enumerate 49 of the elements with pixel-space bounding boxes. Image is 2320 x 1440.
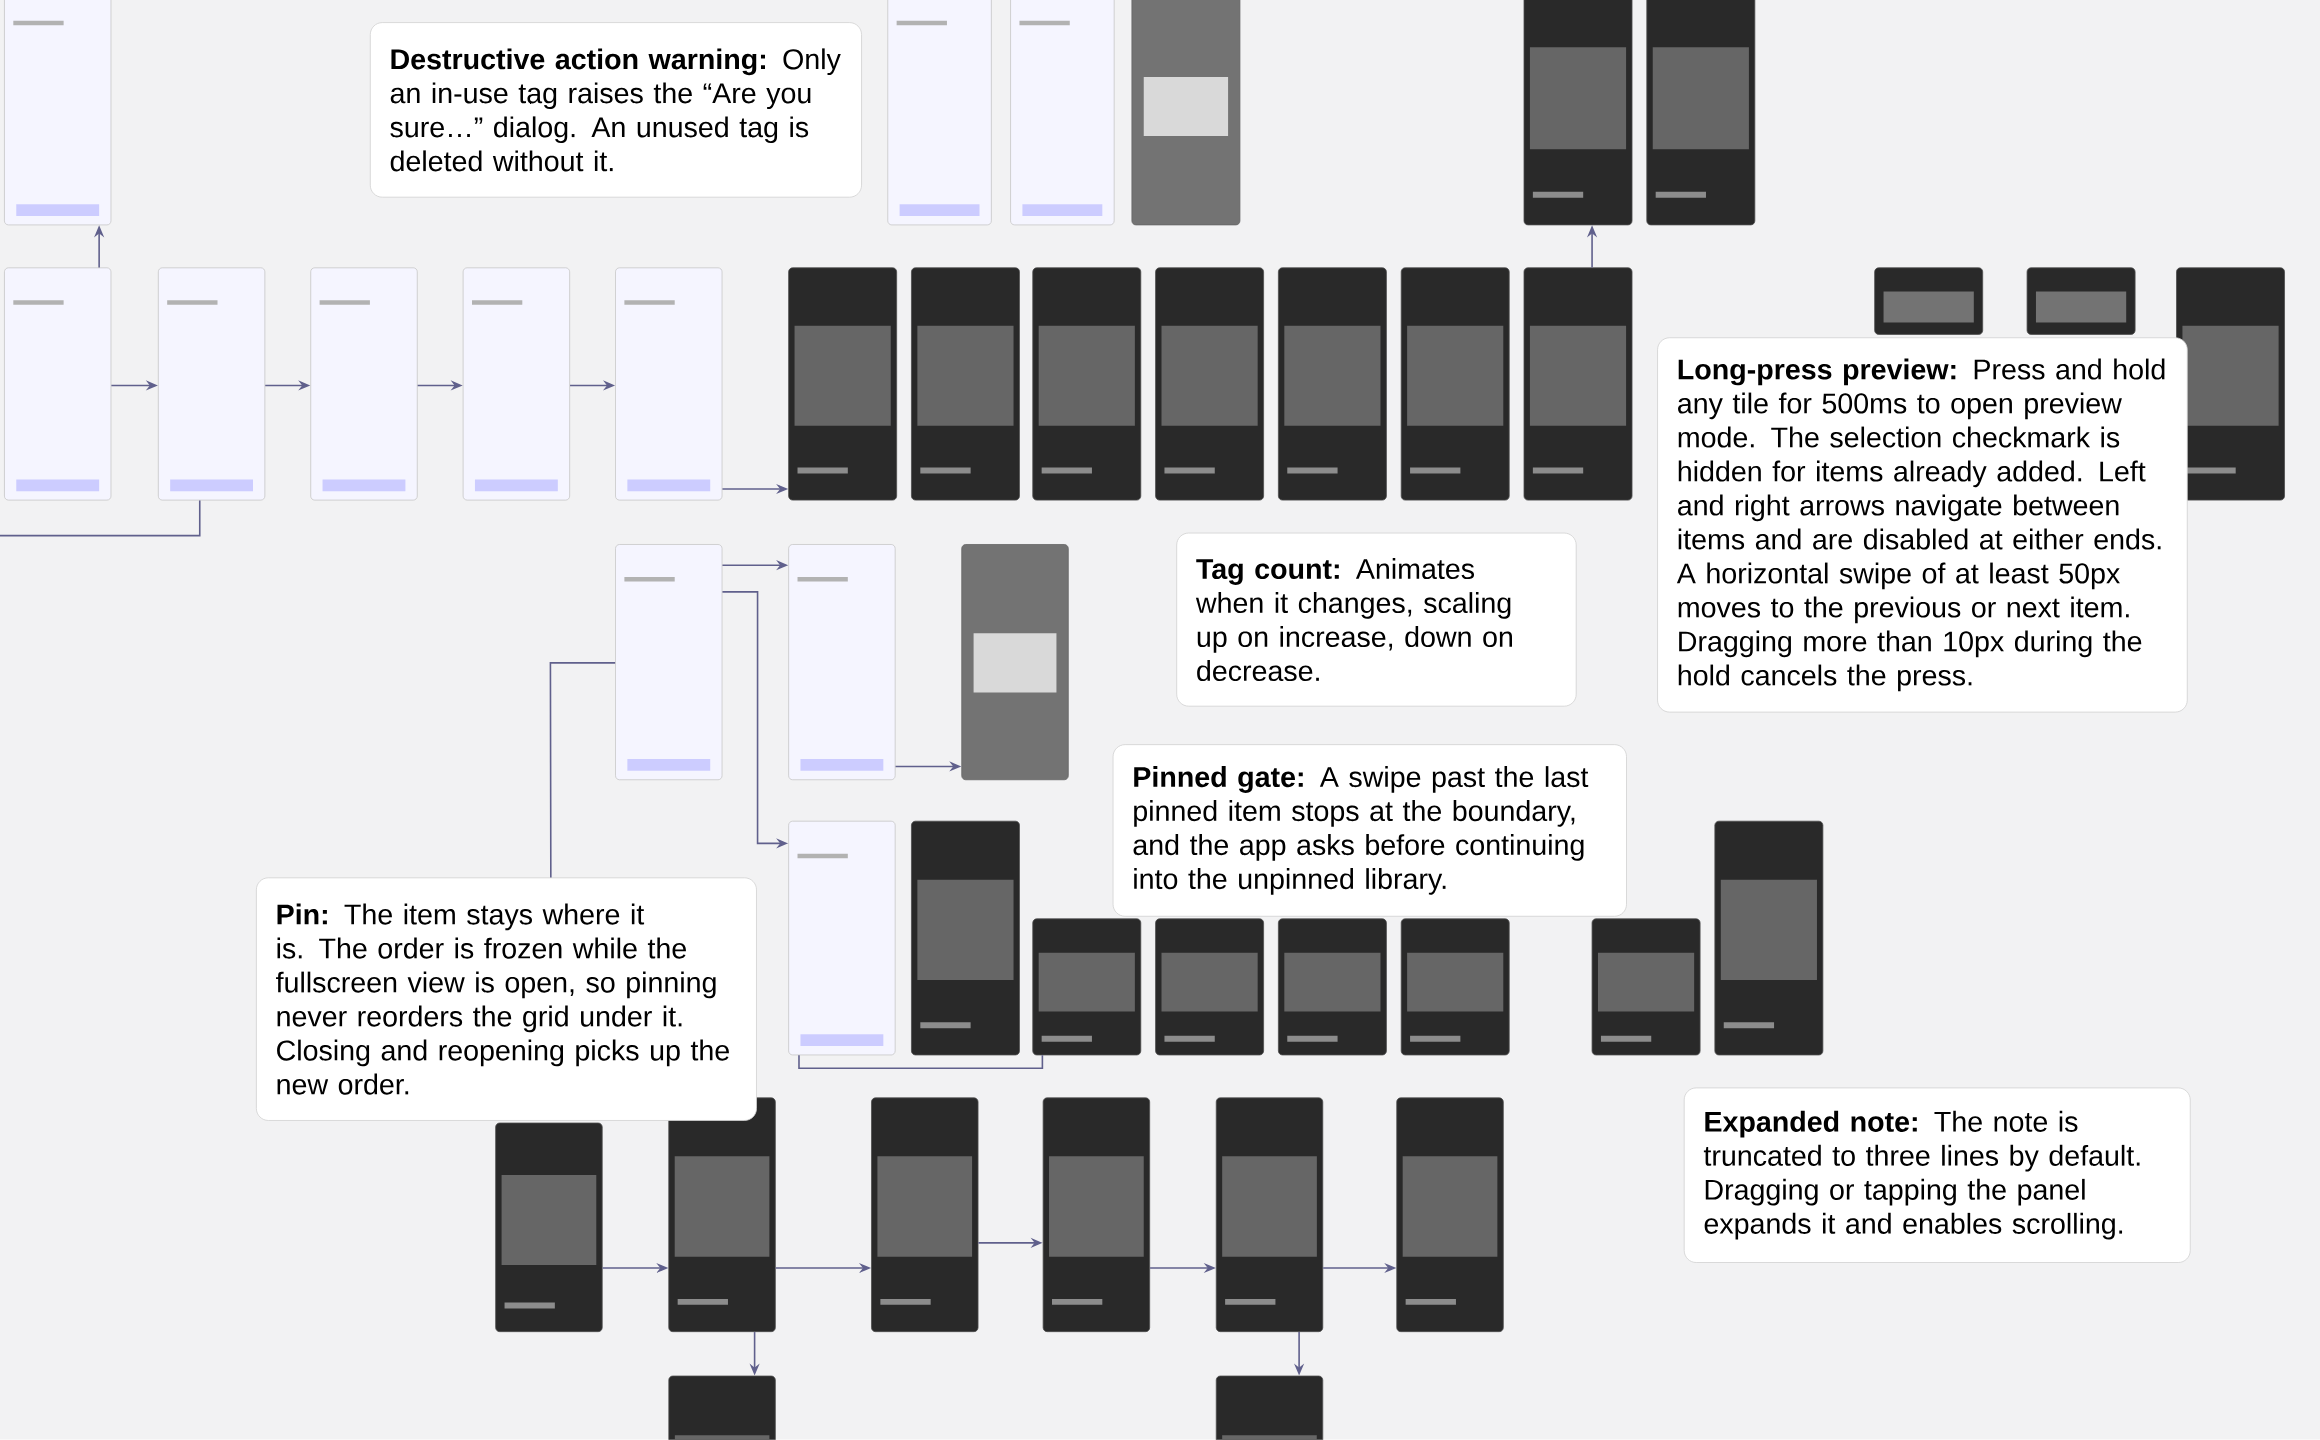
app-screenshot bbox=[1215, 1375, 1324, 1440]
app-screenshot bbox=[1400, 267, 1510, 501]
app-screenshot bbox=[1155, 267, 1264, 501]
app-screenshot bbox=[615, 267, 723, 501]
app-screenshot bbox=[788, 820, 896, 1056]
app-screenshot bbox=[4, 0, 112, 226]
connector-line bbox=[798, 1054, 1044, 1070]
app-screenshot bbox=[1032, 267, 1142, 501]
app-screenshot bbox=[887, 0, 992, 226]
app-screenshot bbox=[1591, 918, 1701, 1056]
note-card: Expanded note: The note is truncated to three lines by default. Dragging or tapping the panel expands it and enables scrolling. bbox=[1683, 1087, 2191, 1264]
app-screenshot bbox=[1714, 820, 1824, 1056]
app-screenshot bbox=[1874, 267, 1984, 335]
app-screenshot bbox=[1155, 918, 1264, 1056]
app-screenshot bbox=[961, 544, 1069, 781]
app-screenshot bbox=[1131, 0, 1241, 226]
app-screenshot bbox=[1400, 918, 1510, 1056]
note-card: Pin: The item stays where it is. The order is frozen while the fullscreen view is open, so pinning never reorders the grid under it. Closing and reopening picks up the new order. bbox=[256, 877, 757, 1122]
app-screenshot bbox=[1278, 918, 1387, 1056]
app-screenshot bbox=[310, 267, 418, 501]
note-card: Long-press preview: Press and hold any tile for 500ms to open preview mode. The selection checkmark is hidden for items already added. Left and right arrows navigate between items and are disabled at either ends. A horizontal swipe of at least 50px moves to the previous or next item. Dragging more than 10px during the hold cancels the press. bbox=[1657, 337, 2188, 713]
app-screenshot bbox=[2176, 267, 2285, 501]
app-screenshot bbox=[871, 1097, 979, 1333]
app-screenshot bbox=[1278, 267, 1387, 501]
app-screenshot bbox=[4, 267, 112, 501]
app-screenshot bbox=[1010, 0, 1115, 226]
app-screenshot bbox=[615, 544, 723, 781]
app-screenshot bbox=[1215, 1097, 1324, 1333]
app-screenshot bbox=[668, 1375, 776, 1440]
app-screenshot bbox=[668, 1097, 776, 1333]
app-screenshot bbox=[495, 1122, 603, 1333]
app-screenshot bbox=[1396, 1097, 1504, 1333]
note-card: Tag count: Animates when it changes, scaling up on increase, down on decrease. bbox=[1176, 532, 1577, 707]
app-screenshot bbox=[1032, 918, 1142, 1056]
app-screenshot bbox=[788, 544, 896, 781]
app-screenshot bbox=[157, 267, 266, 501]
app-screenshot bbox=[1523, 267, 1633, 501]
app-screenshot bbox=[911, 820, 1020, 1056]
app-screenshot bbox=[911, 267, 1020, 501]
note-card: Destructive action warning: Only an in-use tag raises the “Are you sure…” dialog. An unused tag is deleted without it. bbox=[369, 22, 862, 198]
app-screenshot bbox=[462, 267, 571, 501]
connector-line bbox=[549, 662, 616, 879]
note-card: Pinned gate: A swipe past the last pinned item stops at the boundary, and the app asks before continuing into the unpinned library. bbox=[1112, 744, 1627, 917]
app-screenshot bbox=[2026, 267, 2136, 335]
connector-line bbox=[0, 499, 201, 537]
app-screenshot bbox=[1042, 1097, 1151, 1333]
app-screenshot bbox=[788, 267, 898, 501]
app-screenshot bbox=[1646, 0, 1756, 226]
app-screenshot bbox=[1523, 0, 1633, 226]
